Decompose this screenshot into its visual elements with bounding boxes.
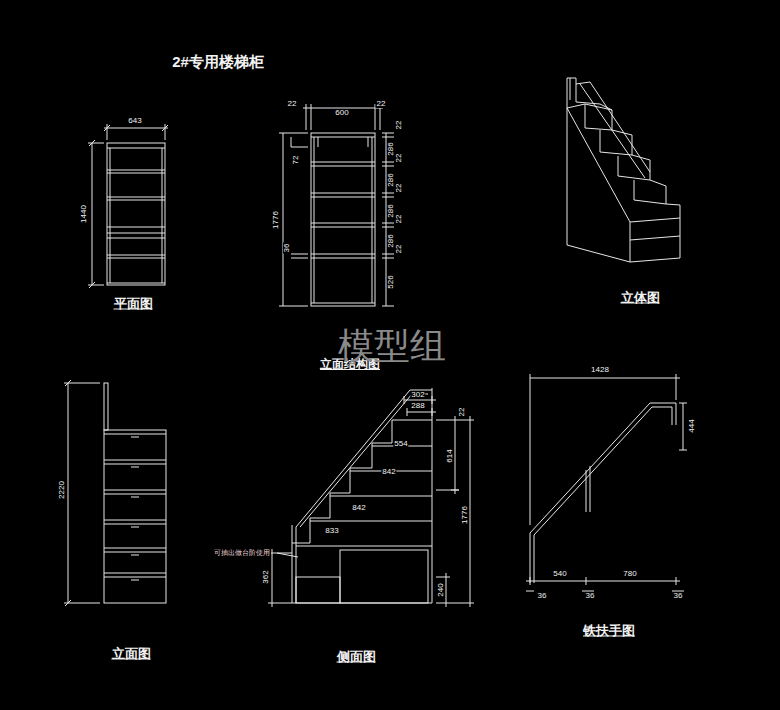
front-elevation xyxy=(64,380,166,606)
dimension: 1776 xyxy=(461,505,469,525)
note: 可抽出做台阶使用 xyxy=(213,549,271,556)
dimension: 22 xyxy=(376,100,387,108)
dimension: 22 xyxy=(395,214,403,225)
dimension: 444 xyxy=(688,418,696,433)
dimension: 842 xyxy=(351,504,366,512)
dimension: 2220 xyxy=(58,480,66,500)
dimension: 286 xyxy=(387,233,395,248)
dimension: 302 xyxy=(410,391,425,399)
dimension: 286 xyxy=(387,141,395,156)
dimension: 22 xyxy=(395,183,403,194)
dimension: 22 xyxy=(395,153,403,164)
dimension: 22 xyxy=(458,407,466,418)
structure-elevation xyxy=(279,104,394,306)
dimension: 22 xyxy=(395,244,403,255)
dimension: 526 xyxy=(387,274,395,289)
dimension: 1776 xyxy=(272,210,280,230)
dimension: 22 xyxy=(287,100,298,108)
dimension: 554 xyxy=(393,440,408,448)
dimension: 643 xyxy=(127,117,142,125)
dimension: 288 xyxy=(410,402,425,410)
view-name: 立体图 xyxy=(620,291,661,304)
dimension: 614 xyxy=(446,448,454,463)
dimension: 780 xyxy=(622,570,637,578)
dimension: 1440 xyxy=(80,204,88,224)
dimension: 833 xyxy=(324,527,339,535)
dimension: 362 xyxy=(262,569,270,584)
dimension: 36 xyxy=(537,592,548,600)
view-name: 立面图 xyxy=(111,647,152,660)
iron-handrail xyxy=(526,374,687,591)
dimension: 540 xyxy=(552,570,567,578)
view-name: 铁扶手图 xyxy=(582,624,636,637)
dimension: 36 xyxy=(673,592,684,600)
isometric-view xyxy=(567,78,680,262)
drawing-title: 2#专用楼梯柜 xyxy=(171,54,265,69)
dimension: 842 xyxy=(381,468,396,476)
dimension: 286 xyxy=(387,203,395,218)
dimension: 600 xyxy=(334,109,349,117)
dimension: 22 xyxy=(395,120,403,131)
view-name: 侧面图 xyxy=(336,650,377,663)
dimension: 36 xyxy=(283,243,291,254)
watermark: 模型组 xyxy=(337,328,447,364)
dimension: 240 xyxy=(437,582,445,597)
view-name: 平面图 xyxy=(113,297,154,310)
side-view xyxy=(268,388,474,607)
dimension: 72 xyxy=(292,155,300,166)
dimension: 1428 xyxy=(590,366,610,374)
dimension: 286 xyxy=(387,172,395,187)
dimension: 36 xyxy=(585,592,596,600)
plan-view xyxy=(88,124,168,288)
